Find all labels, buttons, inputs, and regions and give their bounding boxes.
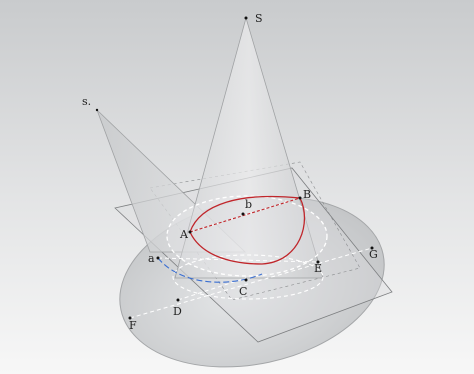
svg-text:D: D bbox=[173, 305, 182, 318]
point-D: D bbox=[173, 298, 182, 318]
point-s: s. bbox=[82, 95, 99, 112]
svg-text:G: G bbox=[369, 248, 378, 261]
svg-text:F: F bbox=[129, 319, 137, 332]
svg-text:s.: s. bbox=[82, 95, 91, 108]
bottom-section bbox=[172, 254, 324, 300]
svg-text:b: b bbox=[245, 198, 252, 211]
point-G: G bbox=[369, 246, 378, 261]
svg-text:a: a bbox=[148, 252, 155, 265]
point-C: C bbox=[239, 278, 248, 298]
point-b: b bbox=[241, 198, 252, 216]
svg-text:B: B bbox=[303, 188, 311, 201]
svg-text:A: A bbox=[179, 228, 189, 241]
svg-text:C: C bbox=[239, 285, 247, 298]
point-A: A bbox=[179, 228, 192, 241]
point-F: F bbox=[128, 316, 137, 332]
blue-arc bbox=[157, 257, 263, 283]
point-a: a bbox=[148, 252, 160, 265]
intersection-curve bbox=[189, 195, 306, 265]
svg-text:S: S bbox=[255, 12, 263, 25]
point-S: S bbox=[244, 12, 263, 25]
svg-text:E: E bbox=[314, 262, 322, 275]
dashed-guide-1 bbox=[157, 257, 319, 263]
large-cone-surface bbox=[174, 16, 324, 279]
red-chord-AB bbox=[189, 197, 301, 233]
point-B: B bbox=[298, 188, 311, 201]
point-E: E bbox=[314, 260, 322, 275]
